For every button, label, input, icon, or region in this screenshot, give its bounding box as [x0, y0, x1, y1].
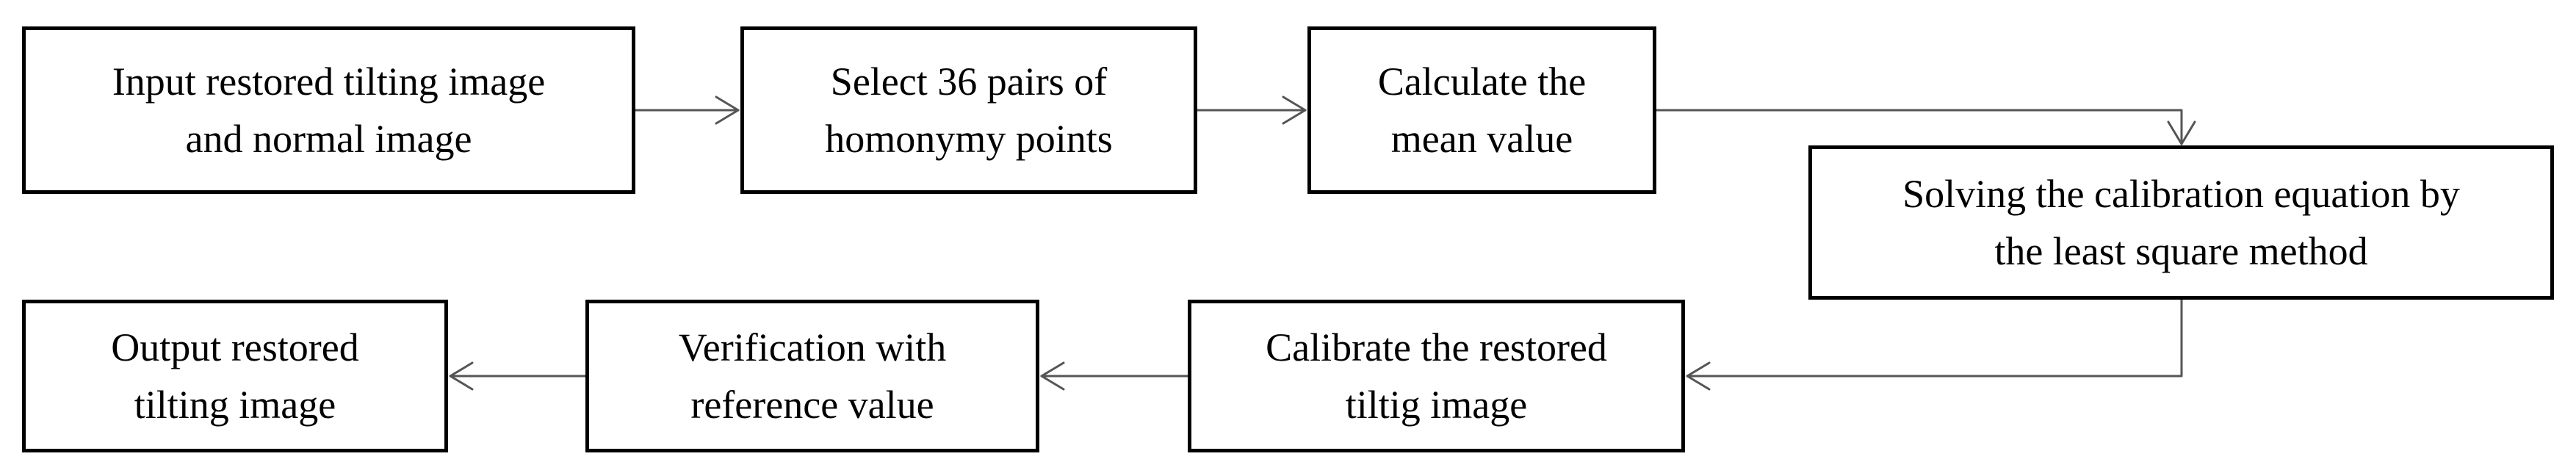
node-solve-calibration-equation: Solving the calibration equation by the …: [1808, 145, 2554, 300]
node-calibrate-restored-image: Calibrate the restored tiltig image: [1188, 300, 1685, 452]
arrow-solve-to-calibrate: [1686, 298, 2183, 378]
node-calculate-mean: Calculate the mean value: [1307, 26, 1656, 194]
arrowhead-input-to-select: [715, 95, 740, 125]
arrowhead-calculate-to-solve: [2167, 120, 2196, 145]
arrow-calculate-to-solve: [1655, 109, 2183, 145]
node-input-images: Input restored tilting image and normal …: [22, 26, 635, 194]
node-output-restored-image: Output restored tilting image: [22, 300, 448, 452]
arrowhead-solve-to-calibrate: [1686, 361, 1711, 391]
arrowhead-verify-to-output: [449, 361, 474, 391]
node-select-homonymy-points: Select 36 pairs of homonymy points: [740, 26, 1197, 194]
node-verification: Verification with reference value: [585, 300, 1039, 452]
arrowhead-calibrate-to-verify: [1040, 361, 1065, 391]
arrowhead-select-to-calculate: [1282, 95, 1307, 125]
